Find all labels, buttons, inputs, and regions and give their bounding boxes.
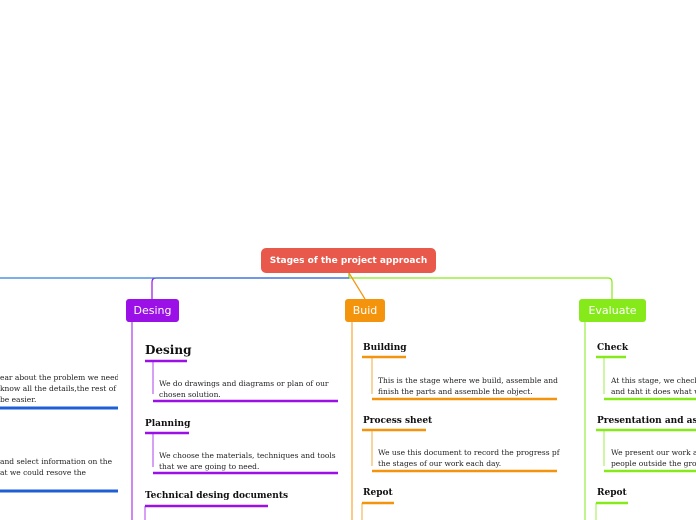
topic-buid[interactable]: Buid	[345, 299, 385, 322]
topic-evaluate[interactable]: Evaluate	[579, 299, 646, 322]
note-line: At this stage, we check t	[611, 376, 696, 385]
note-line: We present our work an	[611, 448, 696, 457]
subtopic-process-sheet[interactable]: Process sheet	[363, 416, 433, 426]
note-process-sheet[interactable]: We use this document to record the progr…	[378, 447, 563, 469]
note-line: at we could resove the	[0, 468, 86, 477]
note-building[interactable]: This is the stage where we build, assemb…	[378, 375, 563, 397]
note-check[interactable]: At this stage, we check t and taht it do…	[611, 375, 696, 397]
left-note-1[interactable]: ear about the problem we need know all t…	[0, 372, 118, 405]
note-line: chosen solution.	[159, 390, 221, 399]
subtopic-presentation-and-assessment[interactable]: Presentation and assess	[597, 416, 696, 426]
note-line: and select information on the	[0, 457, 113, 466]
note-line: be easier.	[0, 395, 37, 404]
note-line: We do drawings and diagrams or plan of o…	[159, 379, 329, 388]
note-line: know all the details,the rest of	[0, 384, 116, 393]
note-line: that we are going to need.	[159, 462, 260, 471]
note-line: We choose the materials, techniques and …	[159, 451, 336, 460]
subtopic-check[interactable]: Check	[597, 343, 629, 353]
note-line: ear about the problem we need	[0, 373, 118, 382]
left-note-2[interactable]: and select information on the at we coul…	[0, 456, 118, 478]
subtopic-repot-buid[interactable]: Repot	[363, 488, 393, 498]
note-line: and taht it does what w	[611, 387, 696, 396]
note-line: the stages of our work each day.	[378, 459, 502, 468]
subtopic-desing[interactable]: Desing	[145, 343, 192, 357]
note-planning[interactable]: We choose the materials, techniques and …	[159, 450, 344, 472]
subtopic-repot-evaluate[interactable]: Repot	[597, 488, 627, 498]
note-desing[interactable]: We do drawings and diagrams or plan of o…	[159, 378, 344, 400]
note-line: finish the parts and assemble the object…	[378, 387, 533, 396]
subtopic-building[interactable]: Building	[363, 343, 407, 353]
note-line: We use this document to record the progr…	[378, 448, 560, 457]
note-line: people outside the grou	[611, 459, 696, 468]
subtopic-planning[interactable]: Planning	[145, 419, 191, 429]
note-line: This is the stage where we build, assemb…	[378, 376, 558, 385]
subtopic-technical-desing-documents[interactable]: Technical desing documents	[145, 491, 289, 501]
topic-desing[interactable]: Desing	[126, 299, 179, 322]
root-topic[interactable]: Stages of the project approach	[261, 248, 436, 273]
note-presentation[interactable]: We present our work an people outside th…	[611, 447, 696, 469]
